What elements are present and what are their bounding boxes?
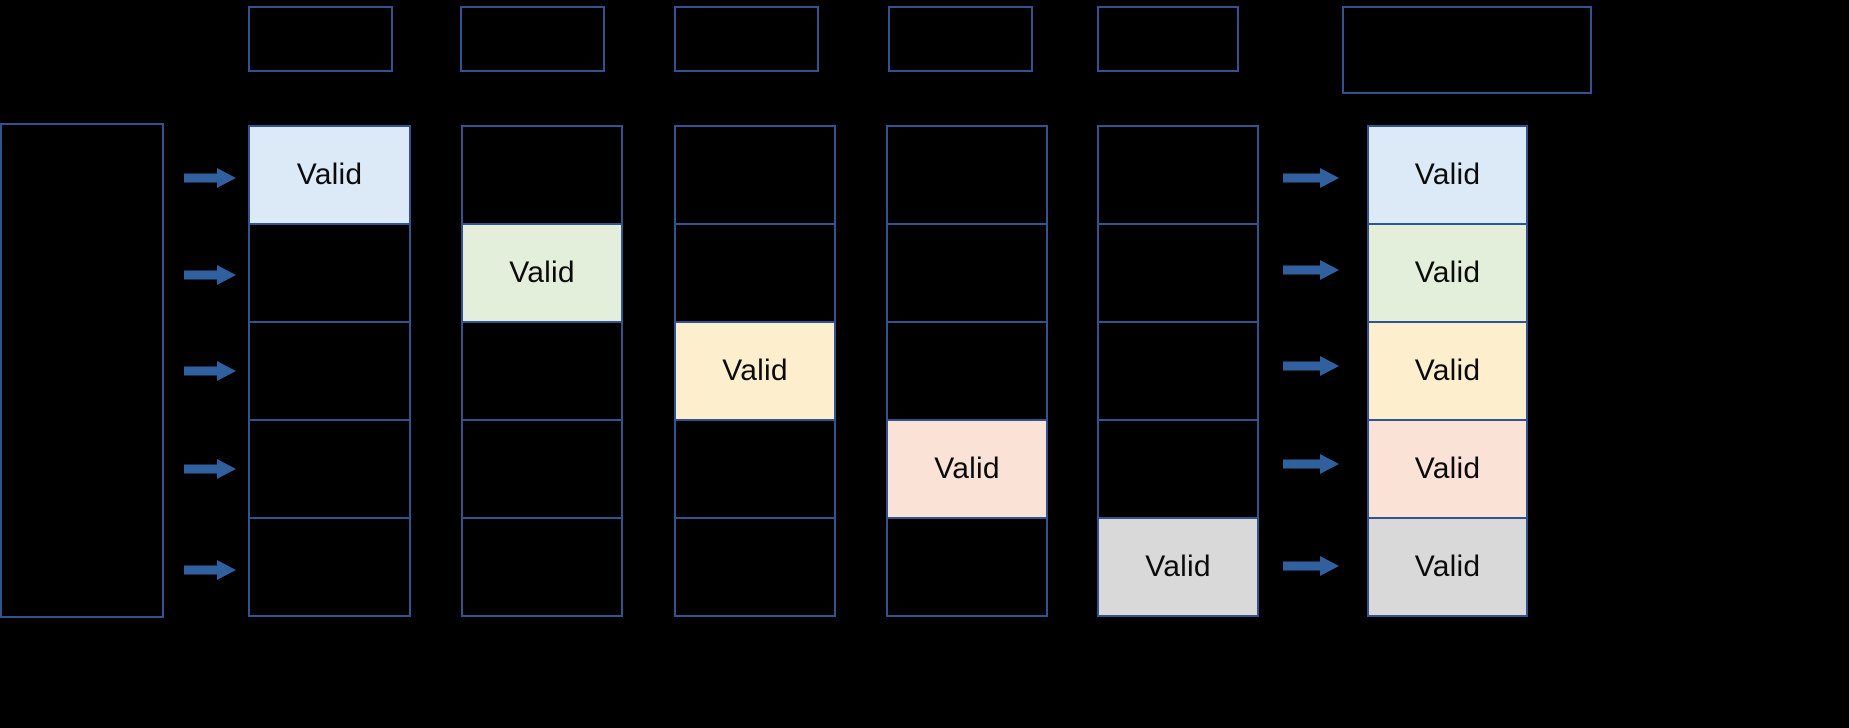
result-column-cell-3-label: Valid bbox=[1414, 354, 1481, 387]
source-box[interactable] bbox=[0, 123, 164, 618]
column-1: Valid bbox=[248, 125, 411, 617]
column-3-cell-2[interactable] bbox=[674, 223, 836, 323]
column-1-cell-3[interactable] bbox=[248, 321, 411, 421]
header-1[interactable] bbox=[248, 6, 393, 72]
column-5-cell-3[interactable] bbox=[1097, 321, 1259, 421]
column-4-cell-1[interactable] bbox=[886, 125, 1048, 225]
header-2[interactable] bbox=[460, 6, 605, 72]
result-column-cell-2[interactable]: Valid bbox=[1367, 223, 1528, 323]
column-5-cell-5[interactable]: Valid bbox=[1097, 517, 1259, 617]
column-5-cell-5-label: Valid bbox=[1145, 550, 1211, 583]
result-column-cell-5[interactable]: Valid bbox=[1367, 517, 1528, 617]
column-3-cell-1[interactable] bbox=[674, 125, 836, 225]
column-1-cell-1[interactable]: Valid bbox=[248, 125, 411, 225]
column-4-cell-2[interactable] bbox=[886, 223, 1048, 323]
column-1-cell-4[interactable] bbox=[248, 419, 411, 519]
column-4: Valid bbox=[886, 125, 1048, 617]
column-4-cell-4[interactable]: Valid bbox=[886, 419, 1048, 519]
column-2-cell-2-label: Valid bbox=[509, 256, 575, 289]
column-1-cell-1-label: Valid bbox=[296, 158, 363, 191]
column-3: Valid bbox=[674, 125, 836, 617]
left-arrow-4-icon bbox=[184, 456, 236, 482]
column-2-cell-4[interactable] bbox=[461, 419, 623, 519]
header-4[interactable] bbox=[888, 6, 1033, 72]
result-column-cell-1-label: Valid bbox=[1414, 158, 1481, 191]
left-arrow-2-icon bbox=[184, 262, 236, 288]
header-3[interactable] bbox=[674, 6, 819, 72]
right-arrow-5-icon bbox=[1283, 553, 1339, 579]
right-arrow-2-icon bbox=[1283, 257, 1339, 283]
column-5-cell-4[interactable] bbox=[1097, 419, 1259, 519]
result-column-cell-4[interactable]: Valid bbox=[1367, 419, 1528, 519]
column-4-cell-3[interactable] bbox=[886, 321, 1048, 421]
column-1-cell-2[interactable] bbox=[248, 223, 411, 323]
column-2-cell-1[interactable] bbox=[461, 125, 623, 225]
column-3-cell-3[interactable]: Valid bbox=[674, 321, 836, 421]
right-arrow-3-icon bbox=[1283, 353, 1339, 379]
header-5[interactable] bbox=[1097, 6, 1239, 72]
left-arrow-5-icon bbox=[184, 557, 236, 583]
column-5-cell-2[interactable] bbox=[1097, 223, 1259, 323]
result-column-cell-2-label: Valid bbox=[1414, 256, 1481, 289]
column-2-cell-3[interactable] bbox=[461, 321, 623, 421]
column-1-cell-5[interactable] bbox=[248, 517, 411, 617]
column-3-cell-4[interactable] bbox=[674, 419, 836, 519]
header-result[interactable] bbox=[1342, 6, 1592, 94]
result-column-cell-5-label: Valid bbox=[1414, 550, 1481, 583]
column-2-cell-2[interactable]: Valid bbox=[461, 223, 623, 323]
column-4-cell-5[interactable] bbox=[886, 517, 1048, 617]
column-3-cell-5[interactable] bbox=[674, 517, 836, 617]
column-5: Valid bbox=[1097, 125, 1259, 617]
column-5-cell-1[interactable] bbox=[1097, 125, 1259, 225]
result-column-cell-1[interactable]: Valid bbox=[1367, 125, 1528, 225]
result-column-cell-4-label: Valid bbox=[1414, 452, 1481, 485]
column-4-cell-4-label: Valid bbox=[934, 452, 1000, 485]
column-2-cell-5[interactable] bbox=[461, 517, 623, 617]
left-arrow-3-icon bbox=[184, 358, 236, 384]
column-3-cell-3-label: Valid bbox=[722, 354, 788, 387]
right-arrow-4-icon bbox=[1283, 451, 1339, 477]
left-arrow-1-icon bbox=[184, 165, 236, 191]
result-column-cell-3[interactable]: Valid bbox=[1367, 321, 1528, 421]
column-2: Valid bbox=[461, 125, 623, 617]
right-arrow-1-icon bbox=[1283, 165, 1339, 191]
